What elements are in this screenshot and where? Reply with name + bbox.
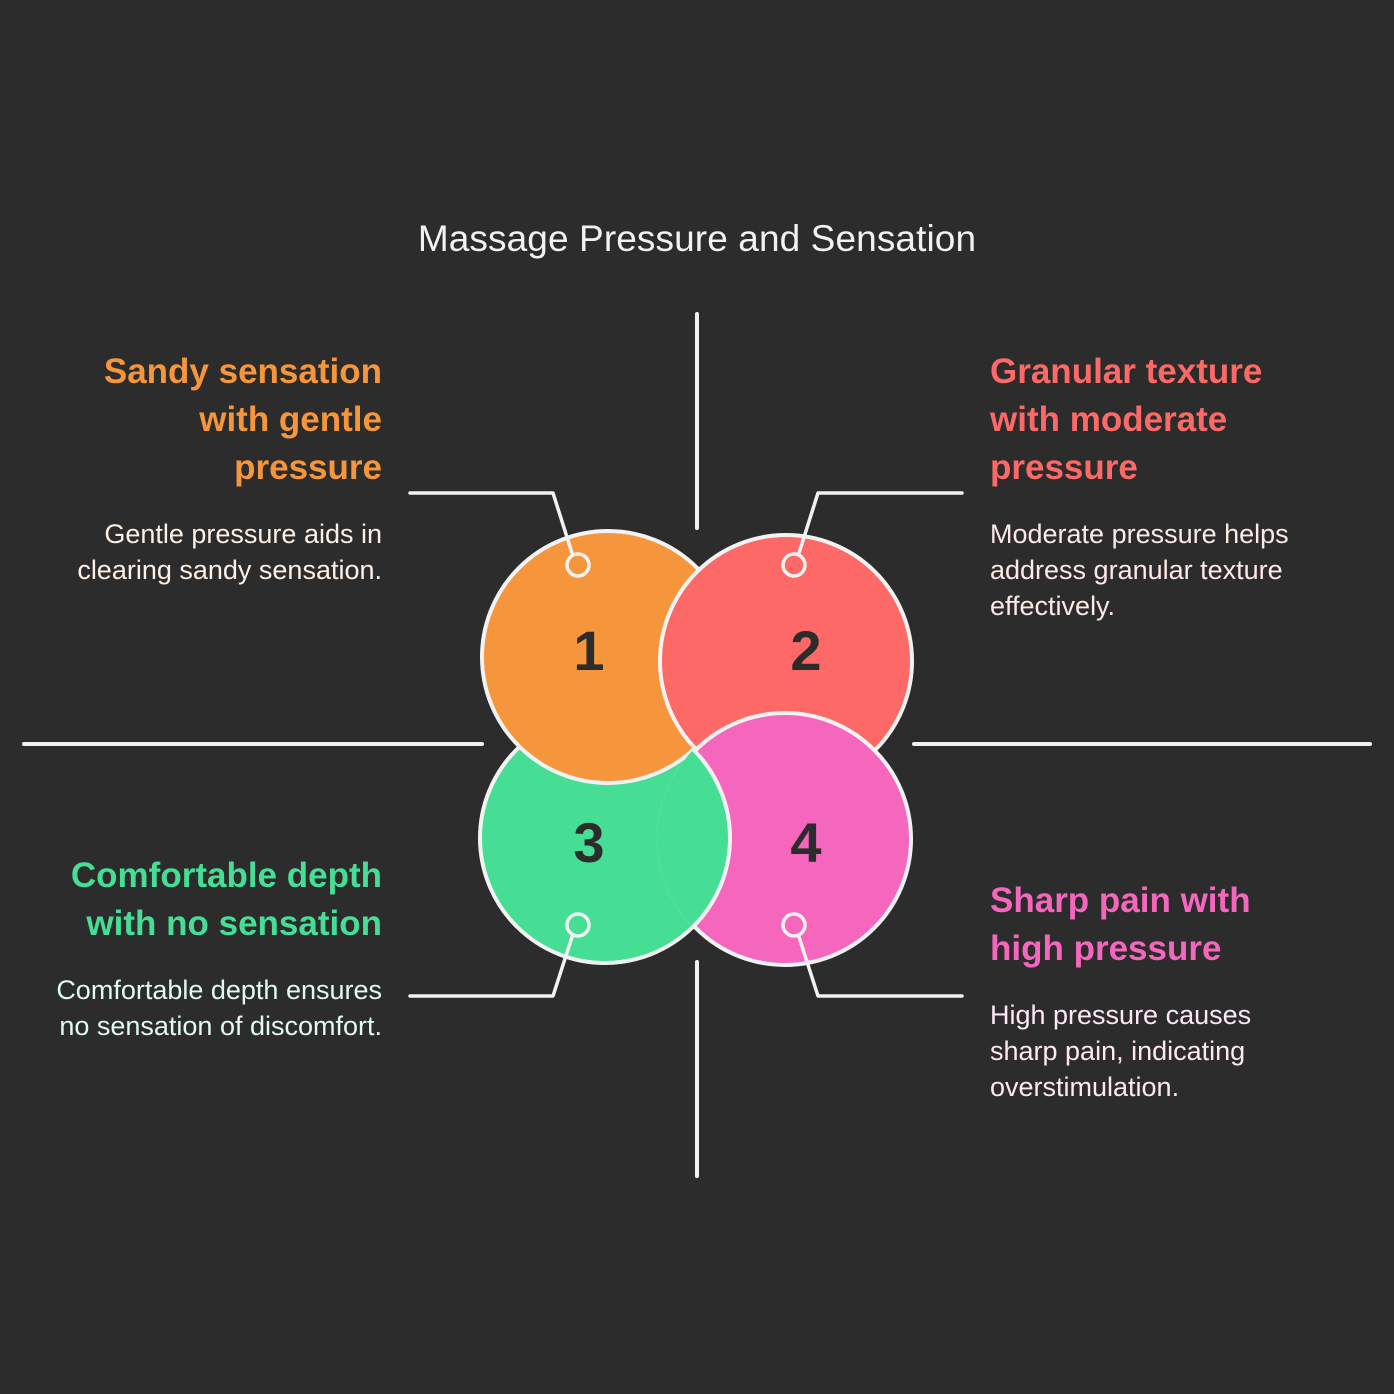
item-heading-2: Granular texture with moderate pressure	[990, 352, 1263, 487]
connector-3	[408, 912, 591, 998]
item-block-2: Granular texture with moderate pressure …	[990, 348, 1320, 624]
connector-2	[781, 491, 964, 578]
item-block-4: Sharp pain with high pressure High press…	[990, 877, 1320, 1105]
item-description-4: High pressure causes sharp pain, indicat…	[990, 1000, 1252, 1102]
item-heading-3: Comfortable depth with no sensation	[70, 856, 382, 943]
item-heading-1: Sandy sensation with gentle pressure	[103, 352, 382, 487]
item-description-1: Gentle pressure aids in clearing sandy s…	[77, 519, 382, 585]
connector-dot-3	[565, 912, 591, 938]
circle-number-3: 3	[573, 811, 604, 874]
connector-dot-4	[781, 912, 807, 938]
circle-number-1: 1	[573, 619, 604, 682]
item-description-3: Comfortable depth ensures no sensation o…	[56, 975, 382, 1041]
diagram-title: Massage Pressure and Sensation	[417, 218, 977, 259]
connector-dot-1	[565, 552, 591, 578]
item-block-1: Sandy sensation with gentle pressure Gen…	[52, 348, 382, 588]
circle-number-2: 2	[790, 619, 821, 682]
connector-dot-2	[781, 552, 807, 578]
connector-1	[408, 491, 591, 578]
circle-number-4: 4	[790, 811, 821, 874]
item-heading-4: Sharp pain with high pressure	[990, 881, 1251, 968]
item-description-2: Moderate pressure helps address granular…	[990, 519, 1289, 621]
connector-4	[781, 912, 964, 998]
item-block-3: Comfortable depth with no sensation Comf…	[52, 852, 382, 1044]
